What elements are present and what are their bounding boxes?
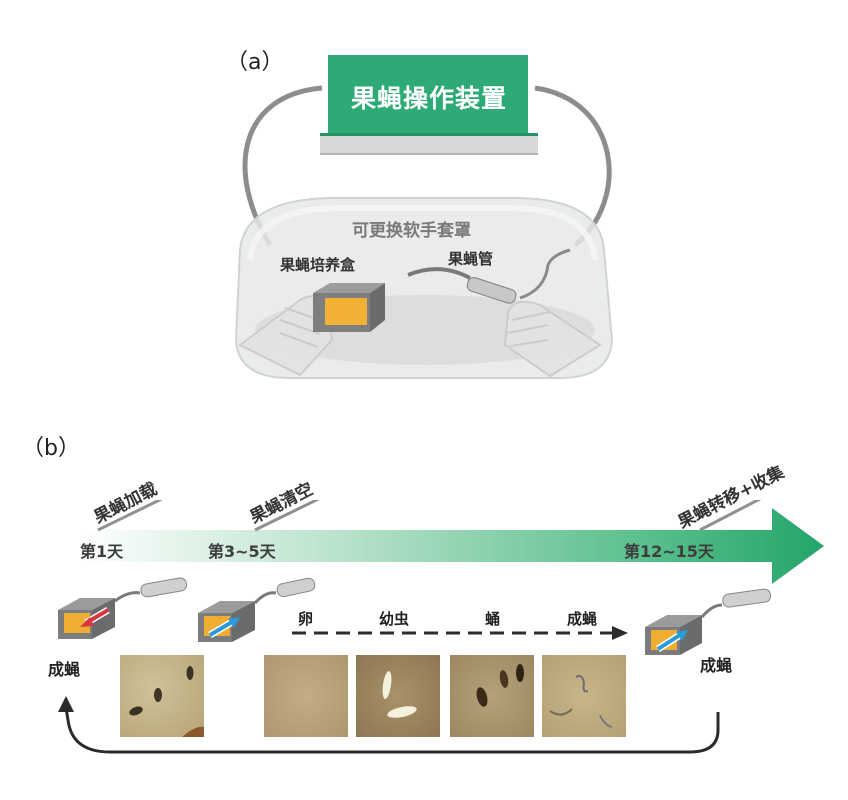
egg-photo	[264, 655, 348, 737]
panel-a-label: （a）	[226, 50, 284, 75]
timeline-arrow	[78, 500, 824, 584]
device-title: 果蝇操作装置	[350, 84, 507, 113]
loading-box-icon	[58, 577, 188, 639]
device-side-face	[320, 135, 538, 155]
right-glove-hand	[503, 300, 602, 378]
larva-photo	[356, 655, 440, 737]
day-1-label: 第1天	[80, 542, 124, 561]
left-adult-label: 成蝇	[48, 660, 81, 679]
device-top-face	[328, 55, 528, 135]
cycle-return-arrow	[58, 696, 720, 754]
fly-handling-device: 果蝇操作装置	[320, 55, 538, 155]
panel-a-drawing	[234, 85, 614, 379]
fly-tube-label: 果蝇管	[448, 250, 494, 268]
adult-flies-photo	[120, 655, 204, 737]
culture-box-label: 果蝇培养盒	[280, 256, 356, 274]
collection-box-icon	[645, 588, 772, 655]
day-3-5-label: 第3~5天	[208, 542, 276, 561]
glovebox-label: 可更换软手套罩	[352, 221, 471, 241]
stage-egg-label: 卵	[298, 610, 314, 628]
stage-adult-label: 成蝇	[567, 610, 598, 628]
day-12-15-label: 第12~15天	[624, 542, 714, 561]
stage-larva-label: 幼虫	[379, 610, 410, 628]
left-tube	[242, 85, 323, 247]
fly-tube-illustration	[407, 248, 571, 304]
stage-pupa-label: 蛹	[485, 610, 501, 628]
emptying-box-icon	[198, 577, 316, 642]
panel-b-label: （b）	[22, 436, 80, 461]
culture-box-illustration	[313, 283, 385, 332]
adult-emerged-photo	[542, 655, 626, 737]
right-adult-label: 成蝇	[700, 656, 733, 675]
pupa-photo	[450, 655, 534, 737]
mini-devices	[58, 577, 772, 655]
